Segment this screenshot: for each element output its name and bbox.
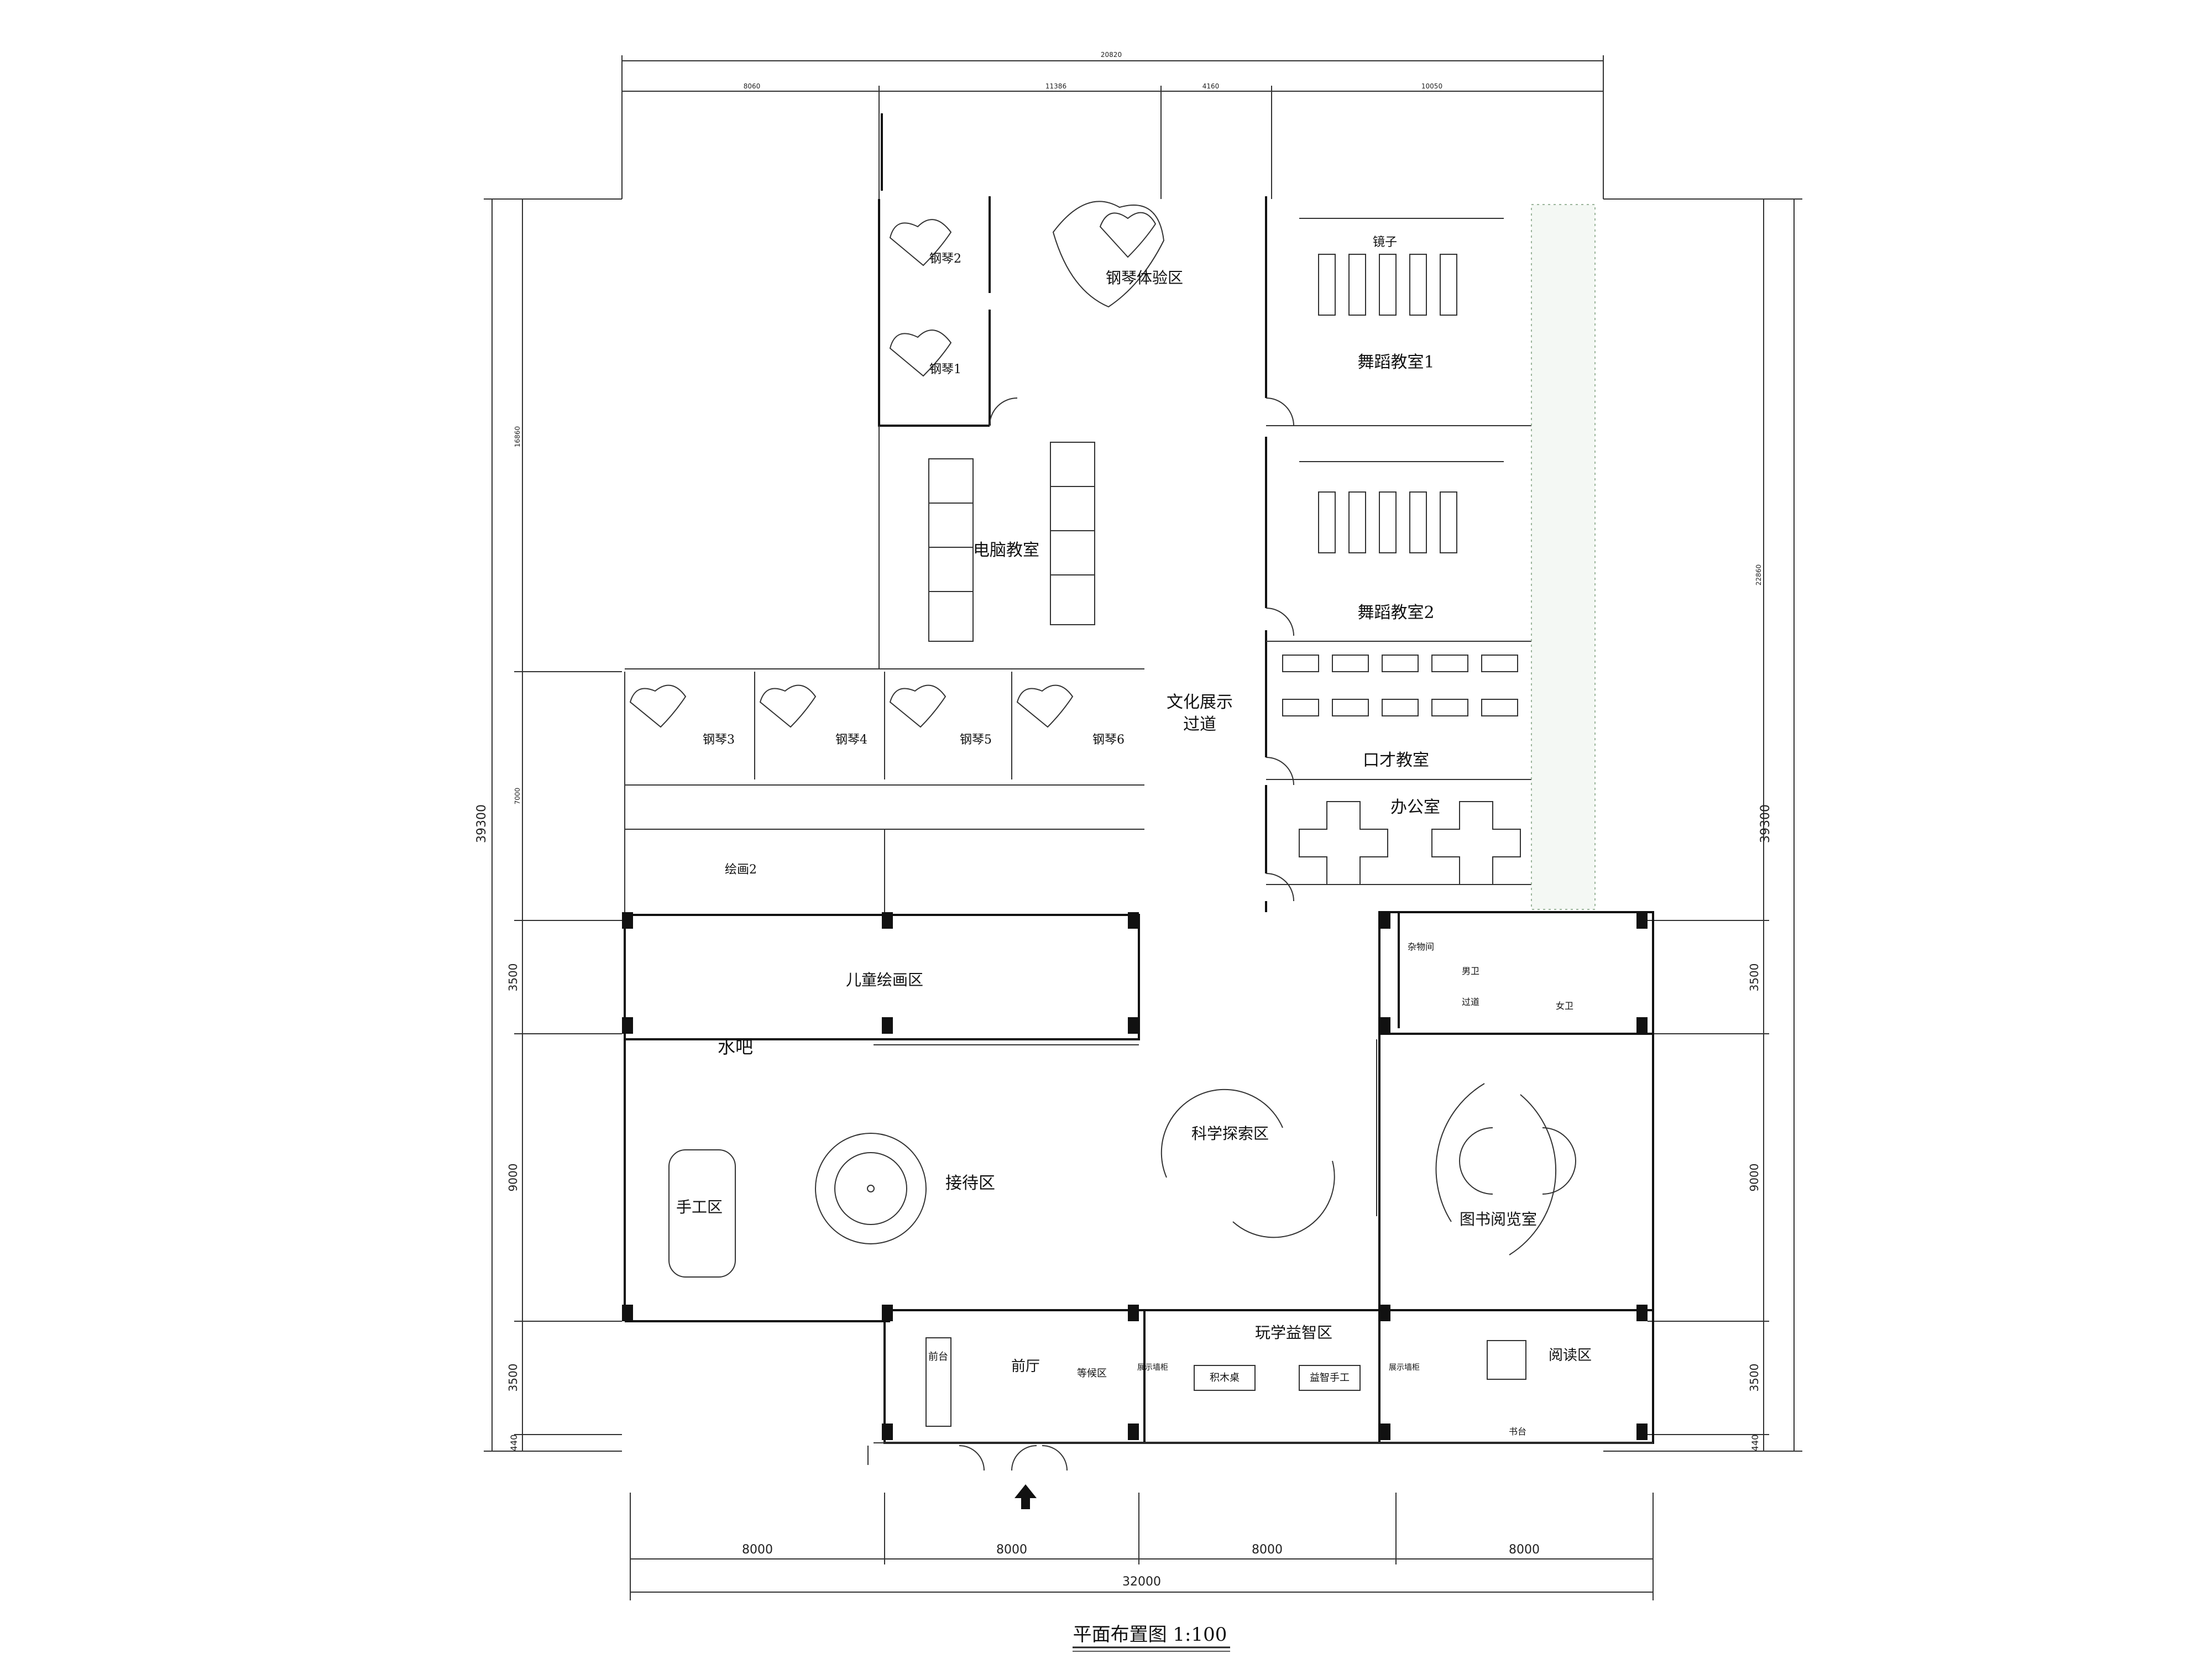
label-computer-room: 电脑教室 xyxy=(973,541,1039,560)
dim-right-row-2: 9000 xyxy=(1748,1164,1761,1192)
dim-right-row-3: 3500 xyxy=(1748,1364,1761,1392)
label-piano-experience: 钢琴体验区 xyxy=(1106,269,1183,287)
label-library: 图书阅览室 xyxy=(1460,1210,1537,1228)
dim-left-upper: 16860 xyxy=(514,426,521,447)
top-dimension-chain: 20820 8060 11386 4160 10050 xyxy=(621,51,1604,199)
label-lobby: 前厅 xyxy=(1011,1358,1040,1375)
label-piano5: 钢琴5 xyxy=(960,733,992,747)
label-sundry-room: 杂物间 xyxy=(1408,941,1434,952)
label-piano6: 钢琴6 xyxy=(1092,733,1125,747)
dim-bottom-seg-2: 8000 xyxy=(996,1543,1027,1557)
dim-right-row-4: 440 xyxy=(1750,1435,1760,1452)
label-wc-corridor: 过道 xyxy=(1462,997,1479,1007)
label-drawing2: 绘画2 xyxy=(725,863,757,877)
label-eloquence: 口才教室 xyxy=(1363,751,1429,770)
label-men-wc: 男卫 xyxy=(1462,966,1479,976)
label-fun-learning: 玩学益智区 xyxy=(1255,1323,1332,1342)
label-display-cabinet-right: 展示墙柜 xyxy=(1389,1363,1420,1372)
dim-left-total: 39300 xyxy=(475,804,489,843)
furniture xyxy=(629,201,1576,1509)
dim-left-row-3: 3500 xyxy=(506,1364,520,1392)
dim-right-upper: 22860 xyxy=(1755,564,1763,585)
dim-top-seg-2: 11386 xyxy=(1045,82,1066,90)
label-display-cabinet-left: 展示墙柜 xyxy=(1137,1363,1168,1372)
dim-top-total: 20820 xyxy=(1101,51,1122,59)
label-women-wc: 女卫 xyxy=(1556,1001,1573,1011)
dim-bottom-seg-3: 8000 xyxy=(1252,1543,1283,1557)
dim-top-seg-3: 4160 xyxy=(1202,82,1220,90)
dim-left-mid: 7000 xyxy=(514,788,521,805)
dim-top-seg-4: 10050 xyxy=(1421,82,1442,90)
label-science: 科学探索区 xyxy=(1191,1124,1269,1143)
left-dimension-chain: 39300 16860 7000 3500 9000 3500 440 xyxy=(475,198,622,1452)
label-kids-drawing: 儿童绘画区 xyxy=(846,971,923,989)
label-dance1: 舞蹈教室1 xyxy=(1357,353,1434,372)
label-water-bar: 水吧 xyxy=(718,1037,753,1058)
dim-bottom-seg-1: 8000 xyxy=(742,1543,773,1557)
label-piano2: 钢琴2 xyxy=(929,252,961,266)
label-puzzle-craft: 益智手工 xyxy=(1310,1372,1350,1384)
building-walls xyxy=(622,113,1654,1465)
label-piano1: 钢琴1 xyxy=(929,363,961,376)
label-piano3: 钢琴3 xyxy=(703,733,735,747)
drawing-title: 平面布置图 1:100 xyxy=(1073,1624,1230,1652)
label-office: 办公室 xyxy=(1390,798,1440,817)
room-labels: 钢琴2 钢琴1 钢琴体验区 镜子 舞蹈教室1 电脑教室 舞蹈教室2 钢琴3 钢琴… xyxy=(676,235,1592,1437)
label-waiting: 等候区 xyxy=(1077,1368,1107,1379)
dim-bottom-seg-4: 8000 xyxy=(1509,1543,1540,1557)
dim-right-row-1: 3500 xyxy=(1748,964,1761,992)
label-piano4: 钢琴4 xyxy=(835,733,867,747)
label-front-desk: 前台 xyxy=(928,1351,948,1363)
dim-right-total: 39300 xyxy=(1759,804,1772,843)
label-culture-display: 文化展示 xyxy=(1167,693,1233,712)
label-culture-corridor: 过道 xyxy=(1183,715,1216,734)
label-handcraft: 手工区 xyxy=(676,1198,723,1216)
bottom-dimension-chain: 8000 8000 8000 8000 32000 xyxy=(630,1493,1654,1600)
dim-left-row-2: 9000 xyxy=(506,1164,520,1192)
label-reading: 阅读区 xyxy=(1549,1347,1592,1364)
label-counter: 书台 xyxy=(1509,1426,1526,1437)
label-blocks-table: 积木桌 xyxy=(1210,1372,1240,1384)
label-mirror: 镜子 xyxy=(1373,235,1397,249)
dim-left-row-1: 3500 xyxy=(506,964,520,992)
dim-left-row-4: 440 xyxy=(509,1435,519,1452)
plan-title: 平面布置图 1:100 xyxy=(1073,1624,1227,1646)
label-reception: 接待区 xyxy=(945,1174,995,1193)
right-dimension-chain: 39300 22860 3500 9000 3500 440 xyxy=(1603,198,1802,1452)
dim-bottom-total: 32000 xyxy=(1122,1575,1161,1589)
entrance-arrow-icon xyxy=(1015,1484,1037,1509)
label-dance2: 舞蹈教室2 xyxy=(1357,603,1434,622)
dim-top-seg-1: 8060 xyxy=(744,82,761,90)
